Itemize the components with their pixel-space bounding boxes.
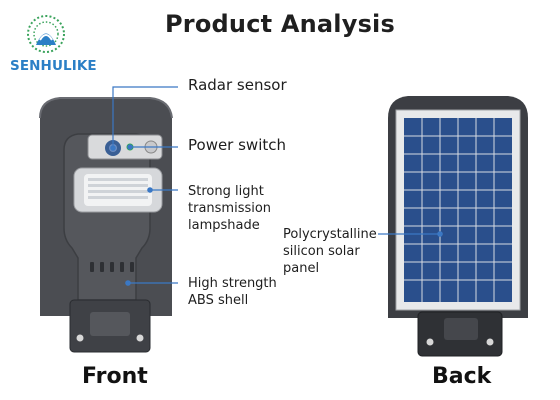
callout-solar-panel: Polycrystalline silicon solar panel: [283, 227, 377, 277]
back-lamp: [388, 96, 528, 357]
caption-front: Front: [82, 364, 148, 389]
callout-leaders: [110, 86, 443, 286]
vent-slots: [90, 262, 134, 272]
led-lampshade: [73, 167, 163, 213]
sunburst-icon: [27, 15, 65, 53]
page-title: Product Analysis: [165, 10, 395, 38]
front-lamp: [39, 97, 173, 353]
senhulike-logo: [27, 15, 65, 53]
solar-panel: [395, 109, 521, 311]
brand-name: SENHULIKE: [10, 58, 97, 74]
callout-radar-sensor: Radar sensor: [188, 76, 287, 94]
back-mount-bracket: [417, 311, 503, 357]
callout-lampshade: Strong light transmission lampshade: [188, 184, 272, 234]
caption-back: Back: [432, 364, 492, 389]
callout-power-switch: Power switch: [188, 136, 287, 154]
callout-abs-shell: High strength ABS shell: [188, 276, 277, 309]
mount-bracket: [69, 299, 151, 353]
